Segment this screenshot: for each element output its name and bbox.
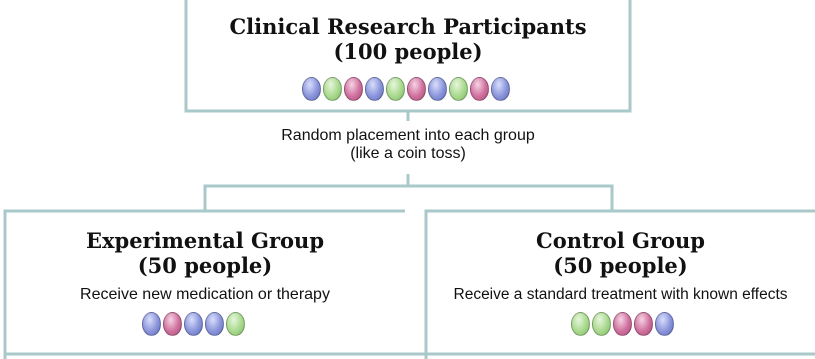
participant-blue-icon <box>184 312 203 336</box>
participant-green-icon <box>323 77 342 101</box>
participant-blue-icon <box>428 77 447 101</box>
control-title: Control Group (50 people) <box>426 228 815 278</box>
participant-green-icon <box>386 77 405 101</box>
control-title-line2: (50 people) <box>553 253 688 278</box>
participant-pink-icon <box>634 312 653 336</box>
participant-pink-icon <box>470 77 489 101</box>
connector-text-line2: (like a coin toss) <box>350 145 466 162</box>
participant-green-icon <box>592 312 611 336</box>
participant-blue-icon <box>302 77 321 101</box>
experimental-title-line1: Experimental Group <box>85 228 324 253</box>
participant-pink-icon <box>407 77 426 101</box>
branch-line <box>203 184 614 211</box>
participant-green-icon <box>571 312 590 336</box>
participant-green-icon <box>226 312 245 336</box>
connector-text: Random placement into each group (like a… <box>208 127 608 163</box>
experimental-title: Experimental Group (50 people) <box>5 228 405 278</box>
participant-blue-icon <box>365 77 384 101</box>
participant-pink-icon <box>163 312 182 336</box>
participant-blue-icon <box>491 77 510 101</box>
experimental-box-border <box>3 209 405 359</box>
control-description: Receive a standard treatment with known … <box>453 286 788 303</box>
top-title-line2: (100 people) <box>333 39 483 64</box>
top-participant-icons <box>302 77 510 101</box>
participant-blue-icon <box>655 312 674 336</box>
control-title-line1: Control Group <box>535 228 705 253</box>
participant-green-icon <box>449 77 468 101</box>
participant-blue-icon <box>205 312 224 336</box>
connector-text-line1: Random placement into each group <box>281 127 535 144</box>
experimental-title-line2: (50 people) <box>137 253 273 278</box>
top-title: Clinical Research Participants (100 peop… <box>186 14 630 64</box>
participant-pink-icon <box>613 312 632 336</box>
participant-pink-icon <box>344 77 363 101</box>
participant-blue-icon <box>142 312 161 336</box>
experimental-description: Receive new medication or therapy <box>80 286 330 303</box>
control-box-border <box>424 209 815 359</box>
top-title-line1: Clinical Research Participants <box>229 14 587 39</box>
experimental-participant-icons <box>142 312 245 336</box>
control-participant-icons <box>571 312 674 336</box>
